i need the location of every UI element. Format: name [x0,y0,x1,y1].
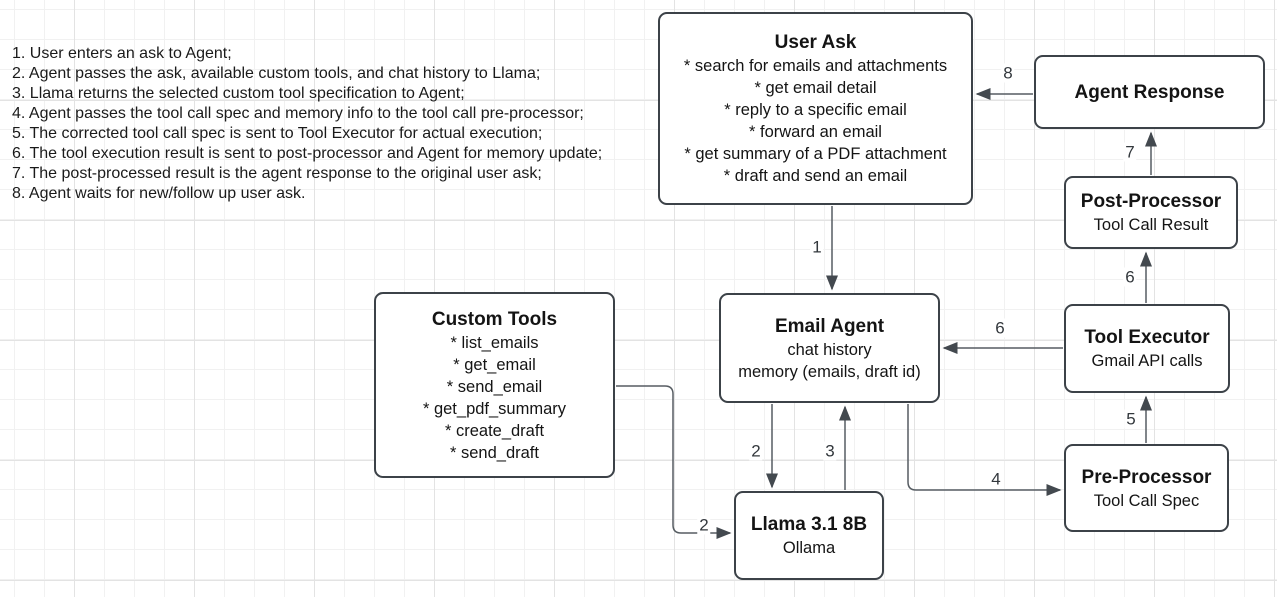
note-step-7: 7. The post-processed result is the agen… [12,165,542,182]
edge-label-step5: 5 [1124,409,1138,429]
node-user-ask-item: * get email detail [754,79,877,97]
edge-label-step8: 8 [1001,63,1015,83]
edge-label-step6-to-post-processor: 6 [1123,267,1137,287]
node-user-ask-item: * forward an email [749,123,882,141]
edge-label-step2-tools-to-llama: 2 [697,515,711,535]
node-user-ask-item: * draft and send an email [723,167,908,185]
edge-label-step2-agent-to-llama: 2 [749,441,763,461]
node-custom-tools-item: * list_emails [450,333,539,352]
node-custom-tools-item: * get_pdf_summary [422,399,567,418]
node-user-ask-item: * search for emails and attachments [683,57,948,75]
node-post-processor-line: Tool Call Result [1093,216,1209,234]
node-llama: Llama 3.1 8B Ollama [734,491,884,580]
node-user-ask-title: User Ask [774,32,857,53]
edge-4-email-agent-to-pre-processor [907,404,1062,496]
edge-label-step3: 3 [823,441,837,461]
node-pre-processor-title: Pre-Processor [1081,466,1212,488]
node-post-processor: Post-Processor Tool Call Result [1064,176,1238,249]
edge-label-step4: 4 [989,469,1003,489]
node-user-ask-item: * reply to a specific email [724,101,907,119]
node-custom-tools-item: * send_draft [450,443,539,462]
note-step-5: 5. The corrected tool call spec is sent … [12,125,543,142]
edge-label-step1: 1 [810,237,824,257]
node-tool-executor-title: Tool Executor [1084,327,1210,348]
note-step-2: 2. Agent passes the ask, available custo… [12,65,541,82]
node-email-agent-line: memory (emails, draft id) [738,362,921,381]
node-custom-tools-item: * send_email [446,377,543,396]
note-step-8: 8. Agent waits for new/follow up user as… [12,185,306,202]
edge-2-custom-tools-to-llama [616,385,732,539]
notes-list: 1. User enters an ask to Agent; 2. Agent… [12,44,602,204]
node-custom-tools-item: * create_draft [444,421,545,440]
node-post-processor-title: Post-Processor [1080,191,1222,212]
node-llama-title: Llama 3.1 8B [750,514,868,535]
node-user-ask-item: * get summary of a PDF attachment [684,145,947,163]
node-pre-processor-line: Tool Call Spec [1093,491,1200,510]
node-email-agent-title: Email Agent [774,315,885,337]
node-custom-tools: Custom Tools * list_emails * get_email *… [374,292,615,478]
node-agent-response-title: Agent Response [1074,81,1225,103]
node-tool-executor: Tool Executor Gmail API calls [1064,304,1230,393]
node-user-ask: User Ask * search for emails and attachm… [658,12,973,205]
note-step-6: 6. The tool execution result is sent to … [12,145,603,162]
edge-label-step6-to-email-agent: 6 [993,318,1007,338]
edge-label-step7: 7 [1123,142,1137,162]
note-step-3: 3. Llama returns the selected custom too… [12,85,465,102]
node-custom-tools-title: Custom Tools [431,308,558,330]
node-email-agent-line: chat history [787,340,872,359]
note-step-4: 4. Agent passes the tool call spec and m… [12,105,584,122]
node-llama-line: Ollama [782,539,836,557]
note-step-1: 1. User enters an ask to Agent; [12,45,232,62]
node-agent-response: Agent Response [1034,55,1265,129]
node-custom-tools-item: * get_email [453,355,536,374]
node-tool-executor-line: Gmail API calls [1091,352,1203,370]
node-pre-processor: Pre-Processor Tool Call Spec [1064,444,1229,532]
node-email-agent: Email Agent chat history memory (emails,… [719,293,940,403]
